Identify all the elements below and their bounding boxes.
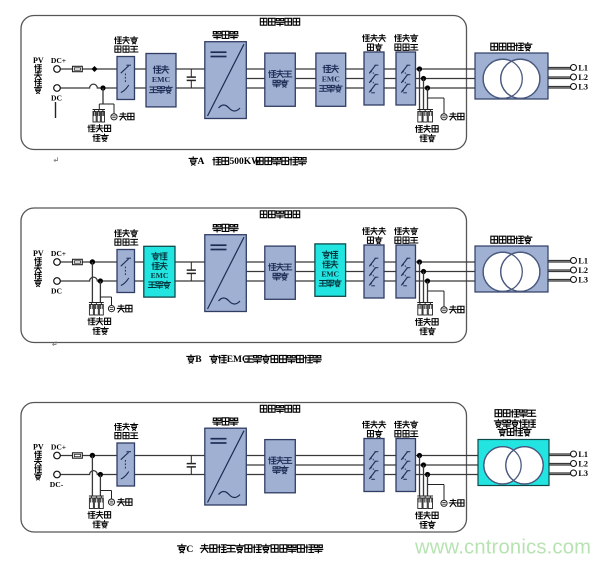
svg-text:DC-: DC- xyxy=(50,480,64,489)
svg-text:DC+: DC+ xyxy=(51,442,66,451)
svg-text:B: B xyxy=(195,355,202,365)
svg-text:DC: DC xyxy=(51,93,62,102)
svg-text:PV: PV xyxy=(33,56,44,65)
svg-text:www.cntronics.com: www.cntronics.com xyxy=(414,537,591,559)
svg-text:DC+: DC+ xyxy=(51,249,66,258)
svg-text:A: A xyxy=(198,157,205,167)
svg-text:L1: L1 xyxy=(578,256,588,265)
svg-text:EMC: EMC xyxy=(321,269,339,278)
svg-text:L1: L1 xyxy=(578,63,588,72)
svg-text:L2: L2 xyxy=(578,459,588,468)
svg-text:DC: DC xyxy=(51,286,62,295)
svg-text:L1: L1 xyxy=(578,450,588,459)
svg-text:PV: PV xyxy=(33,442,44,451)
svg-text:EMC: EMC xyxy=(152,75,171,84)
svg-text:500KW: 500KW xyxy=(230,157,262,167)
svg-text:L3: L3 xyxy=(578,82,588,91)
svg-text:EMC: EMC xyxy=(151,271,169,280)
svg-text:DC+: DC+ xyxy=(51,56,66,65)
svg-text:L2: L2 xyxy=(578,266,588,275)
svg-text:L2: L2 xyxy=(578,73,588,82)
svg-text:L3: L3 xyxy=(578,469,588,478)
svg-text:C: C xyxy=(186,544,193,555)
svg-text:EMC: EMC xyxy=(227,355,249,365)
svg-text:EMC: EMC xyxy=(322,74,341,83)
svg-text:PV: PV xyxy=(33,249,44,258)
svg-text:L3: L3 xyxy=(578,275,588,284)
